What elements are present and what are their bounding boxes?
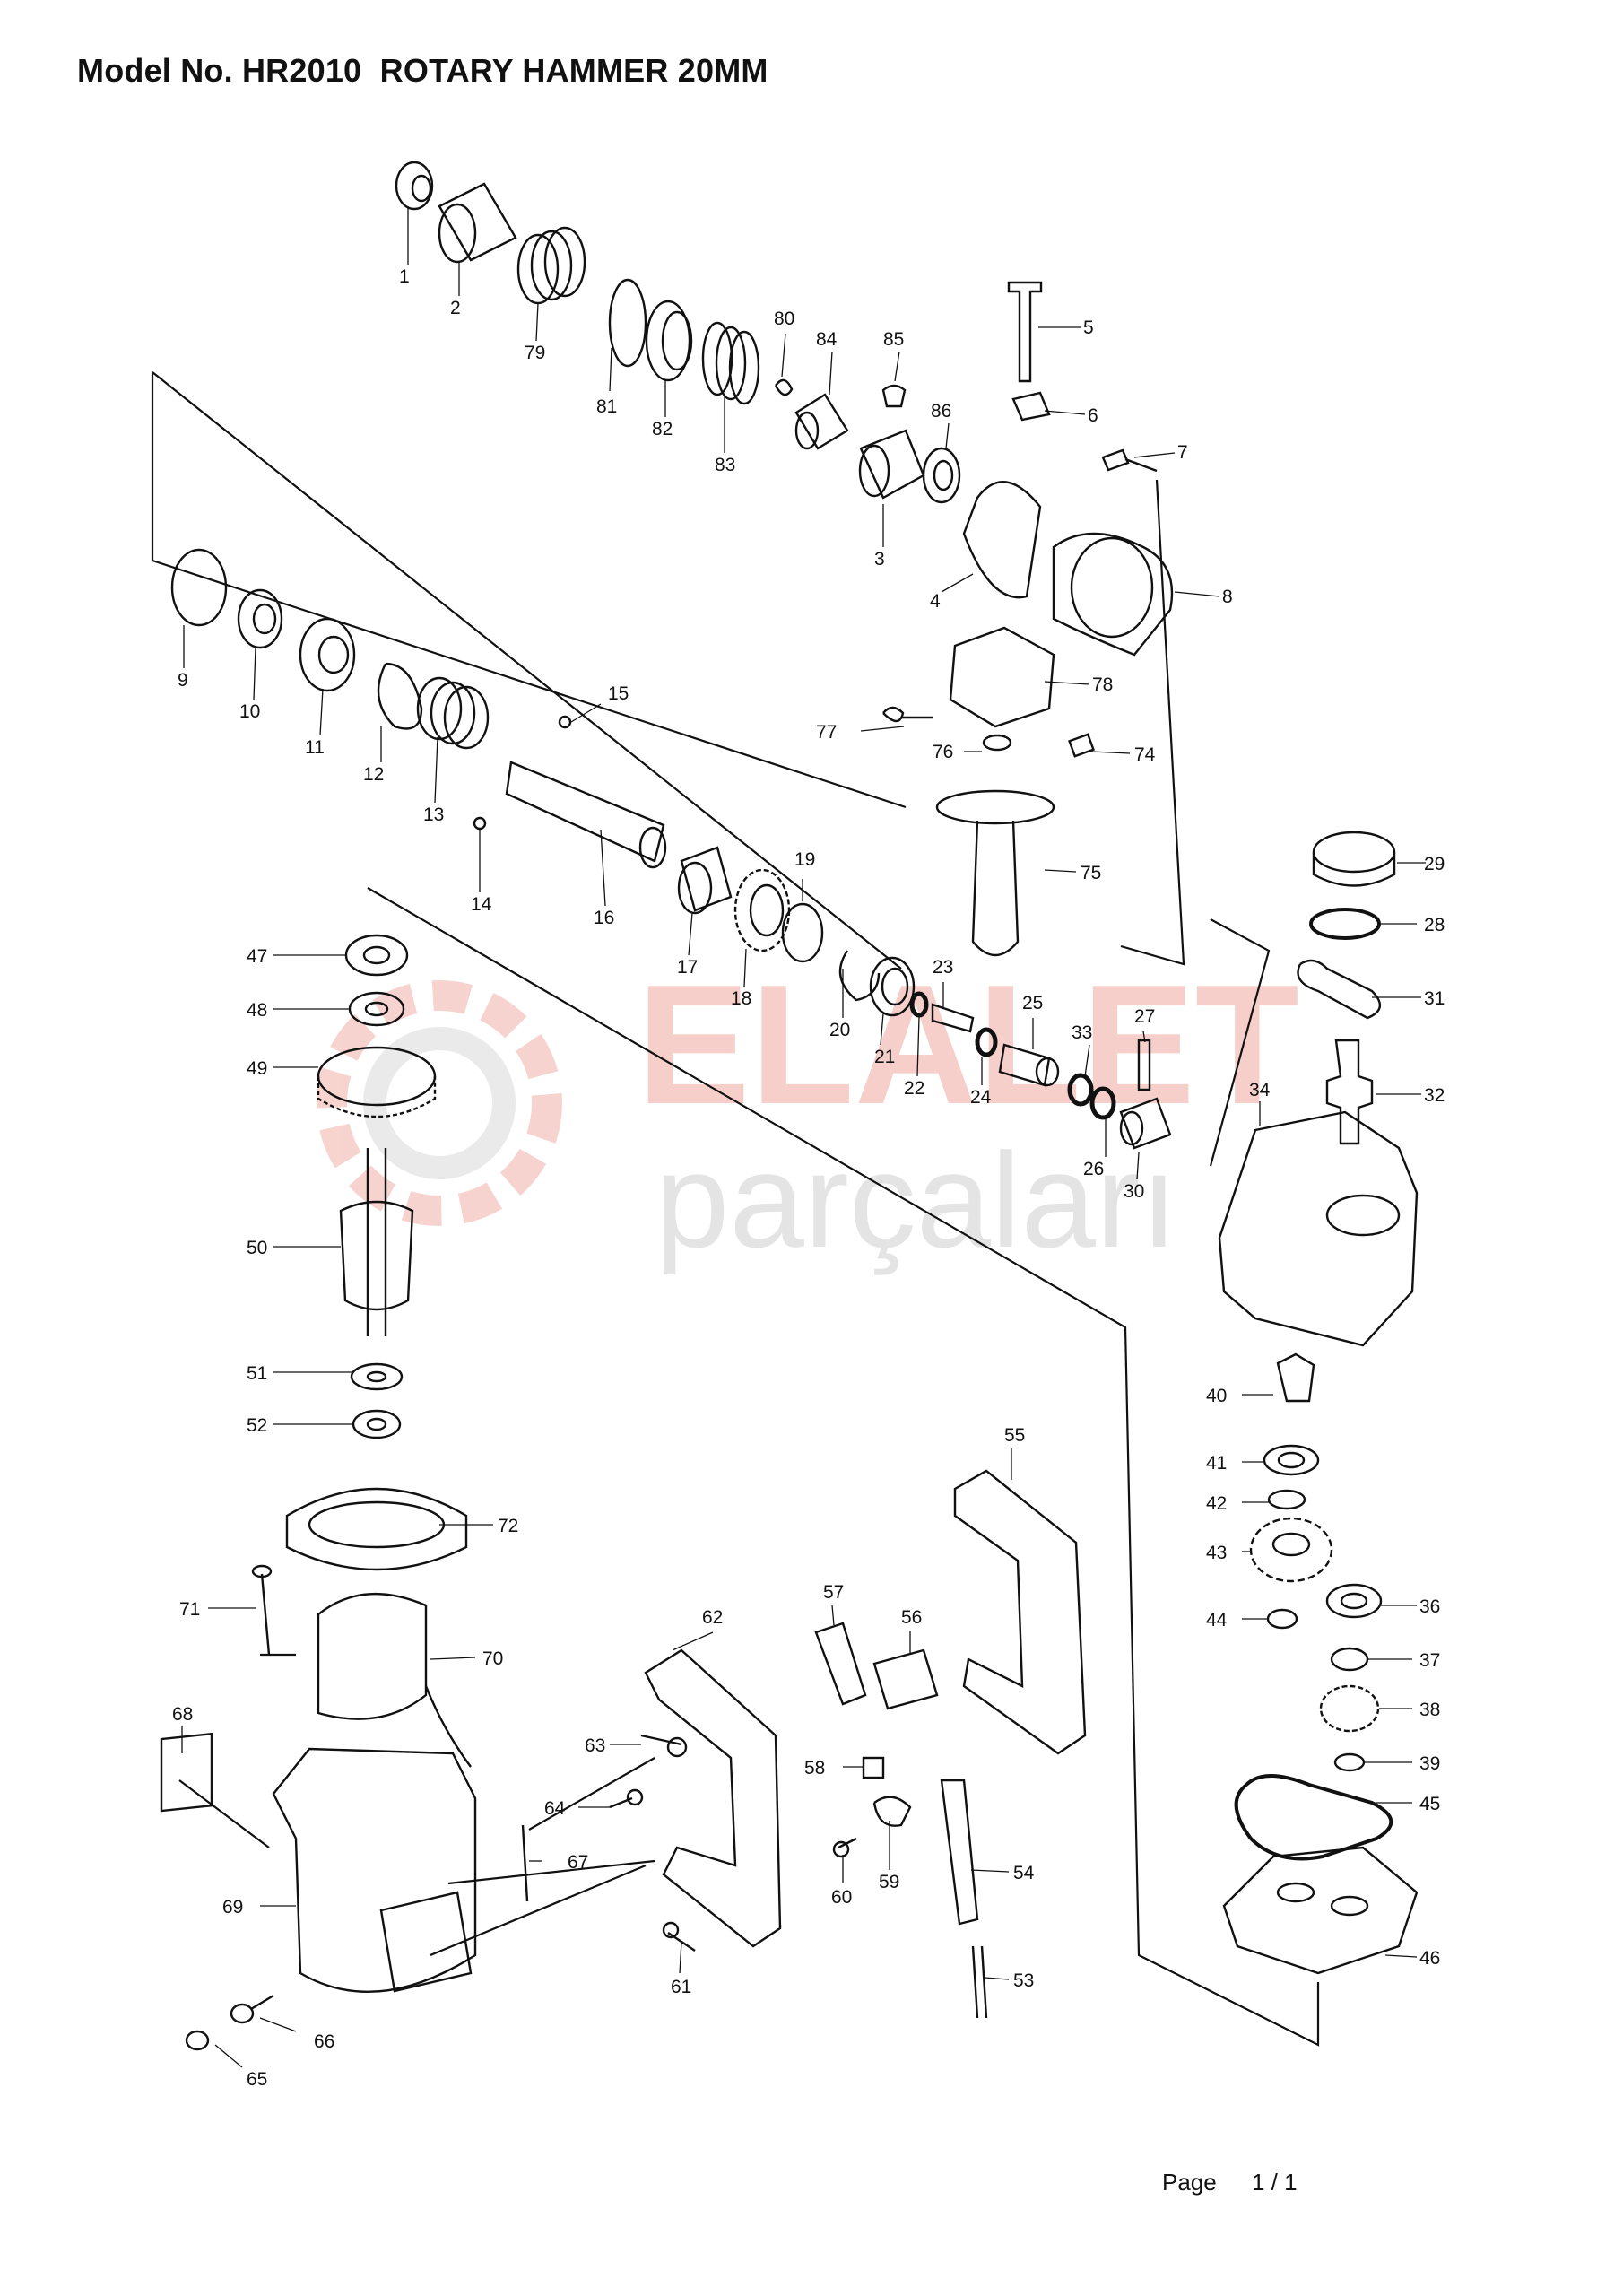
callout-77: 77	[816, 722, 837, 743]
callout-5: 5	[1083, 317, 1094, 338]
callout-64: 64	[544, 1798, 566, 1819]
callout-20: 20	[829, 1020, 850, 1040]
callout-29: 29	[1424, 854, 1445, 874]
callout-55: 55	[1004, 1425, 1025, 1446]
callout-56: 56	[901, 1607, 922, 1628]
callout-47: 47	[247, 946, 267, 967]
callout-80: 80	[774, 309, 794, 329]
callout-78: 78	[1092, 674, 1113, 695]
callout-15: 15	[608, 683, 629, 704]
callout-41: 41	[1206, 1453, 1227, 1474]
callout-2: 2	[450, 298, 461, 318]
callout-42: 42	[1206, 1493, 1227, 1514]
callout-21: 21	[874, 1047, 895, 1067]
callout-45: 45	[1419, 1794, 1440, 1814]
callout-22: 22	[904, 1078, 924, 1099]
callout-37: 37	[1419, 1650, 1440, 1671]
page-label: Page	[1162, 2169, 1217, 2196]
callout-79: 79	[525, 343, 545, 363]
callout-67: 67	[568, 1852, 588, 1873]
part-shapes	[160, 161, 1419, 2051]
callout-17: 17	[677, 957, 698, 978]
page-number: 1 / 1	[1252, 2169, 1298, 2196]
callout-23: 23	[933, 957, 953, 978]
leader-lines	[181, 206, 1426, 2068]
callout-76: 76	[933, 742, 953, 762]
callout-1: 1	[399, 266, 410, 287]
callout-8: 8	[1222, 587, 1233, 607]
callout-75: 75	[1081, 863, 1101, 883]
callout-11: 11	[305, 737, 325, 758]
callout-65: 65	[247, 2069, 267, 2090]
callout-39: 39	[1419, 1753, 1440, 1774]
callout-38: 38	[1419, 1700, 1440, 1720]
callout-49: 49	[247, 1058, 267, 1079]
callout-53: 53	[1013, 1970, 1034, 1991]
callout-26: 26	[1083, 1159, 1104, 1179]
callout-9: 9	[178, 670, 188, 691]
callout-18: 18	[731, 988, 751, 1009]
callout-50: 50	[247, 1238, 267, 1258]
callout-70: 70	[482, 1648, 503, 1669]
callout-68: 68	[172, 1704, 193, 1725]
callout-72: 72	[498, 1516, 518, 1536]
callout-16: 16	[594, 908, 614, 928]
callout-7: 7	[1177, 442, 1188, 463]
assembly-guide-lines	[151, 371, 1320, 2047]
callout-28: 28	[1424, 915, 1445, 935]
callout-36: 36	[1419, 1596, 1440, 1617]
callout-19: 19	[794, 849, 815, 870]
callout-85: 85	[883, 329, 904, 350]
callout-63: 63	[585, 1735, 605, 1756]
callout-31: 31	[1424, 988, 1445, 1009]
callout-numbers: 1 2 3 4 5 6 7 8 9 10 11 12 13 14 15 16 1…	[172, 266, 1445, 2090]
callout-14: 14	[471, 894, 492, 915]
callout-33: 33	[1072, 1022, 1092, 1043]
callout-25: 25	[1022, 993, 1043, 1013]
callout-10: 10	[239, 701, 260, 722]
callout-57: 57	[823, 1582, 844, 1603]
callout-69: 69	[222, 1897, 243, 1918]
callout-81: 81	[596, 396, 617, 417]
callout-59: 59	[879, 1872, 899, 1892]
callout-74: 74	[1134, 744, 1156, 765]
callout-52: 52	[247, 1415, 267, 1436]
callout-3: 3	[874, 549, 885, 570]
callout-13: 13	[423, 804, 444, 825]
callout-51: 51	[247, 1363, 267, 1384]
callout-4: 4	[930, 591, 941, 612]
callout-12: 12	[363, 764, 384, 785]
callout-48: 48	[247, 1000, 267, 1021]
callout-30: 30	[1124, 1181, 1144, 1202]
callout-6: 6	[1088, 405, 1098, 426]
page-title: Model No. HR2010 ROTARY HAMMER 20MM	[77, 52, 768, 89]
callout-46: 46	[1419, 1948, 1440, 1969]
callout-83: 83	[715, 455, 735, 475]
callout-58: 58	[804, 1758, 825, 1779]
callout-54: 54	[1013, 1863, 1035, 1883]
callout-62: 62	[702, 1607, 723, 1628]
callout-61: 61	[671, 1977, 691, 1997]
callout-32: 32	[1424, 1085, 1445, 1106]
callout-27: 27	[1134, 1006, 1155, 1027]
callout-71: 71	[179, 1599, 200, 1620]
callout-40: 40	[1206, 1386, 1227, 1406]
callout-66: 66	[314, 2031, 334, 2052]
callout-84: 84	[816, 329, 838, 350]
callout-24: 24	[970, 1087, 992, 1108]
callout-82: 82	[652, 419, 673, 439]
callout-60: 60	[831, 1887, 852, 1908]
callout-34: 34	[1249, 1080, 1271, 1100]
callout-44: 44	[1206, 1610, 1228, 1631]
callout-86: 86	[931, 401, 951, 422]
callout-43: 43	[1206, 1543, 1227, 1563]
